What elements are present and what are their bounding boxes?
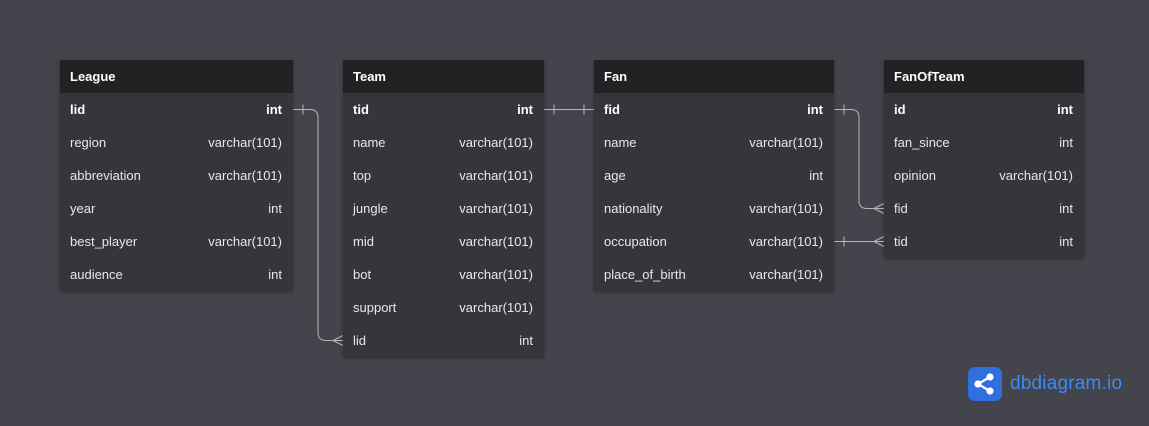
field-type: int (1059, 135, 1073, 150)
field-name: fid (894, 201, 908, 216)
field-row-fan-occupation[interactable]: occupation varchar(101) (594, 225, 834, 258)
table-header-fanofteam[interactable]: FanOfTeam (884, 60, 1084, 93)
field-name: place_of_birth (604, 267, 686, 282)
field-row-fan-place_of_birth[interactable]: place_of_birth varchar(101) (594, 258, 834, 291)
share-nodes-icon (968, 367, 1002, 401)
field-row-team-lid[interactable]: lid int (343, 324, 544, 357)
field-name: lid (70, 102, 86, 117)
field-row-team-jungle[interactable]: jungle varchar(101) (343, 192, 544, 225)
field-row-league-region[interactable]: region varchar(101) (60, 126, 293, 159)
field-row-league-lid[interactable]: lid int (60, 93, 293, 126)
field-row-fanofteam-fan_since[interactable]: fan_since int (884, 126, 1084, 159)
field-row-fan-nationality[interactable]: nationality varchar(101) (594, 192, 834, 225)
field-type: varchar(101) (749, 135, 823, 150)
table-team[interactable]: Team tid int name varchar(101) top varchar(101… (343, 60, 544, 357)
field-name: id (894, 102, 906, 117)
field-row-team-support[interactable]: support varchar(101) (343, 291, 544, 324)
field-name: age (604, 168, 626, 183)
field-row-fan-fid[interactable]: fid int (594, 93, 834, 126)
field-type: int (1057, 102, 1073, 117)
field-type: int (517, 102, 533, 117)
field-row-fanofteam-tid[interactable]: tid int (884, 225, 1084, 258)
field-row-team-tid[interactable]: tid int (343, 93, 544, 126)
field-name: best_player (70, 234, 138, 249)
field-name: mid (353, 234, 374, 249)
field-name: abbreviation (70, 168, 141, 183)
field-row-league-audience[interactable]: audience int (60, 258, 293, 291)
field-type: int (1059, 201, 1073, 216)
field-name: region (70, 135, 107, 150)
field-type: int (519, 333, 533, 348)
field-type: int (1059, 234, 1073, 249)
relation-line-2 (834, 109, 884, 209)
field-name: jungle (353, 201, 388, 216)
field-name: year (70, 201, 96, 216)
table-header-team[interactable]: Team (343, 60, 544, 93)
field-row-fanofteam-opinion[interactable]: opinion varchar(101) (884, 159, 1084, 192)
field-type: int (268, 201, 282, 216)
field-name: opinion (894, 168, 936, 183)
field-type: varchar(101) (459, 234, 533, 249)
field-type: varchar(101) (459, 135, 533, 150)
field-name: lid (353, 333, 367, 348)
field-name: occupation (604, 234, 667, 249)
field-name: fan_since (894, 135, 950, 150)
many-marker (332, 335, 344, 346)
field-name: nationality (604, 201, 663, 216)
field-row-fan-age[interactable]: age int (594, 159, 834, 192)
field-type: varchar(101) (208, 168, 282, 183)
field-type: int (807, 102, 823, 117)
field-name: bot (353, 267, 372, 282)
field-name: top (353, 168, 372, 183)
field-name: tid (353, 102, 369, 117)
table-header-fan[interactable]: Fan (594, 60, 834, 93)
field-type: varchar(101) (999, 168, 1073, 183)
relation-line-0 (293, 109, 343, 341)
field-name: name (604, 135, 637, 150)
field-name: audience (70, 267, 123, 282)
brand-name: dbdiagram.io (1010, 373, 1123, 394)
field-type: varchar(101) (459, 168, 533, 183)
field-row-team-name[interactable]: name varchar(101) (343, 126, 544, 159)
field-name: name (353, 135, 386, 150)
field-type: varchar(101) (749, 267, 823, 282)
field-row-team-bot[interactable]: bot varchar(101) (343, 258, 544, 291)
field-type: varchar(101) (459, 267, 533, 282)
field-row-league-best_player[interactable]: best_player varchar(101) (60, 225, 293, 258)
field-row-fan-name[interactable]: name varchar(101) (594, 126, 834, 159)
field-row-team-top[interactable]: top varchar(101) (343, 159, 544, 192)
many-marker (873, 236, 885, 247)
many-marker (873, 203, 885, 214)
field-row-league-abbreviation[interactable]: abbreviation varchar(101) (60, 159, 293, 192)
field-type: varchar(101) (459, 201, 533, 216)
field-row-league-year[interactable]: year int (60, 192, 293, 225)
field-type: varchar(101) (208, 135, 282, 150)
brand-logo[interactable]: dbdiagram.io (968, 367, 1122, 401)
field-type: varchar(101) (459, 300, 533, 315)
field-type: varchar(101) (208, 234, 282, 249)
field-name: tid (894, 234, 908, 249)
field-row-team-mid[interactable]: mid varchar(101) (343, 225, 544, 258)
table-fan[interactable]: Fan fid int name varchar(101) age int nationali… (594, 60, 834, 291)
field-name: support (353, 300, 397, 315)
field-name: fid (604, 102, 620, 117)
field-row-fanofteam-fid[interactable]: fid int (884, 192, 1084, 225)
field-type: varchar(101) (749, 234, 823, 249)
field-type: int (268, 267, 282, 282)
field-row-fanofteam-id[interactable]: id int (884, 93, 1084, 126)
field-type: int (266, 102, 282, 117)
field-type: int (809, 168, 823, 183)
table-header-league[interactable]: League (60, 60, 293, 93)
field-type: varchar(101) (749, 201, 823, 216)
